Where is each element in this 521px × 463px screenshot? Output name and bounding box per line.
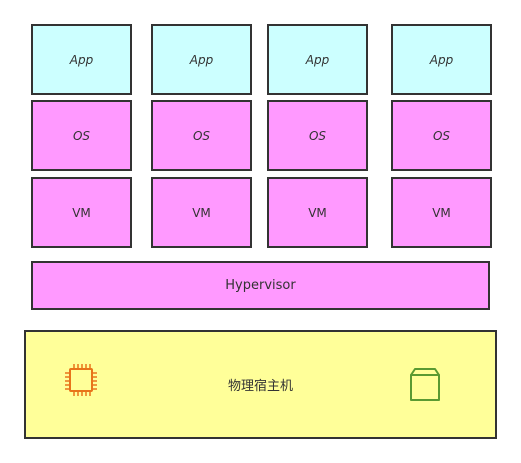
os-label-3: OS [308,128,327,143]
os-box-4: OS [391,100,492,171]
os-box-3: OS [267,100,368,171]
vm-label-3: VM [308,205,327,220]
hypervisor-label: Hypervisor [225,278,296,293]
cpu-chip-icon [65,364,97,396]
vm-box-2: VM [151,177,252,248]
vm-label-4: VM [432,205,451,220]
storage-box-icon [410,368,440,401]
app-box-2: App [151,24,252,95]
vm-box-1: VM [31,177,132,248]
os-label-2: OS [192,128,211,143]
vm-box-4: VM [391,177,492,248]
os-box-2: OS [151,100,252,171]
app-label-2: App [189,52,214,67]
vm-box-3: VM [267,177,368,248]
physical-host-box: 物理宿主机 [24,330,497,439]
app-box-4: App [391,24,492,95]
os-label-4: OS [432,128,451,143]
app-label-4: App [429,52,454,67]
os-box-1: OS [31,100,132,171]
app-label-3: App [305,52,330,67]
vm-label-2: VM [192,205,211,220]
vm-label-1: VM [72,205,91,220]
hypervisor-box: Hypervisor [31,261,490,310]
physical-host-label: 物理宿主机 [227,379,293,394]
app-box-1: App [31,24,132,95]
app-label-1: App [69,52,94,67]
app-box-3: App [267,24,368,95]
os-label-1: OS [72,128,91,143]
